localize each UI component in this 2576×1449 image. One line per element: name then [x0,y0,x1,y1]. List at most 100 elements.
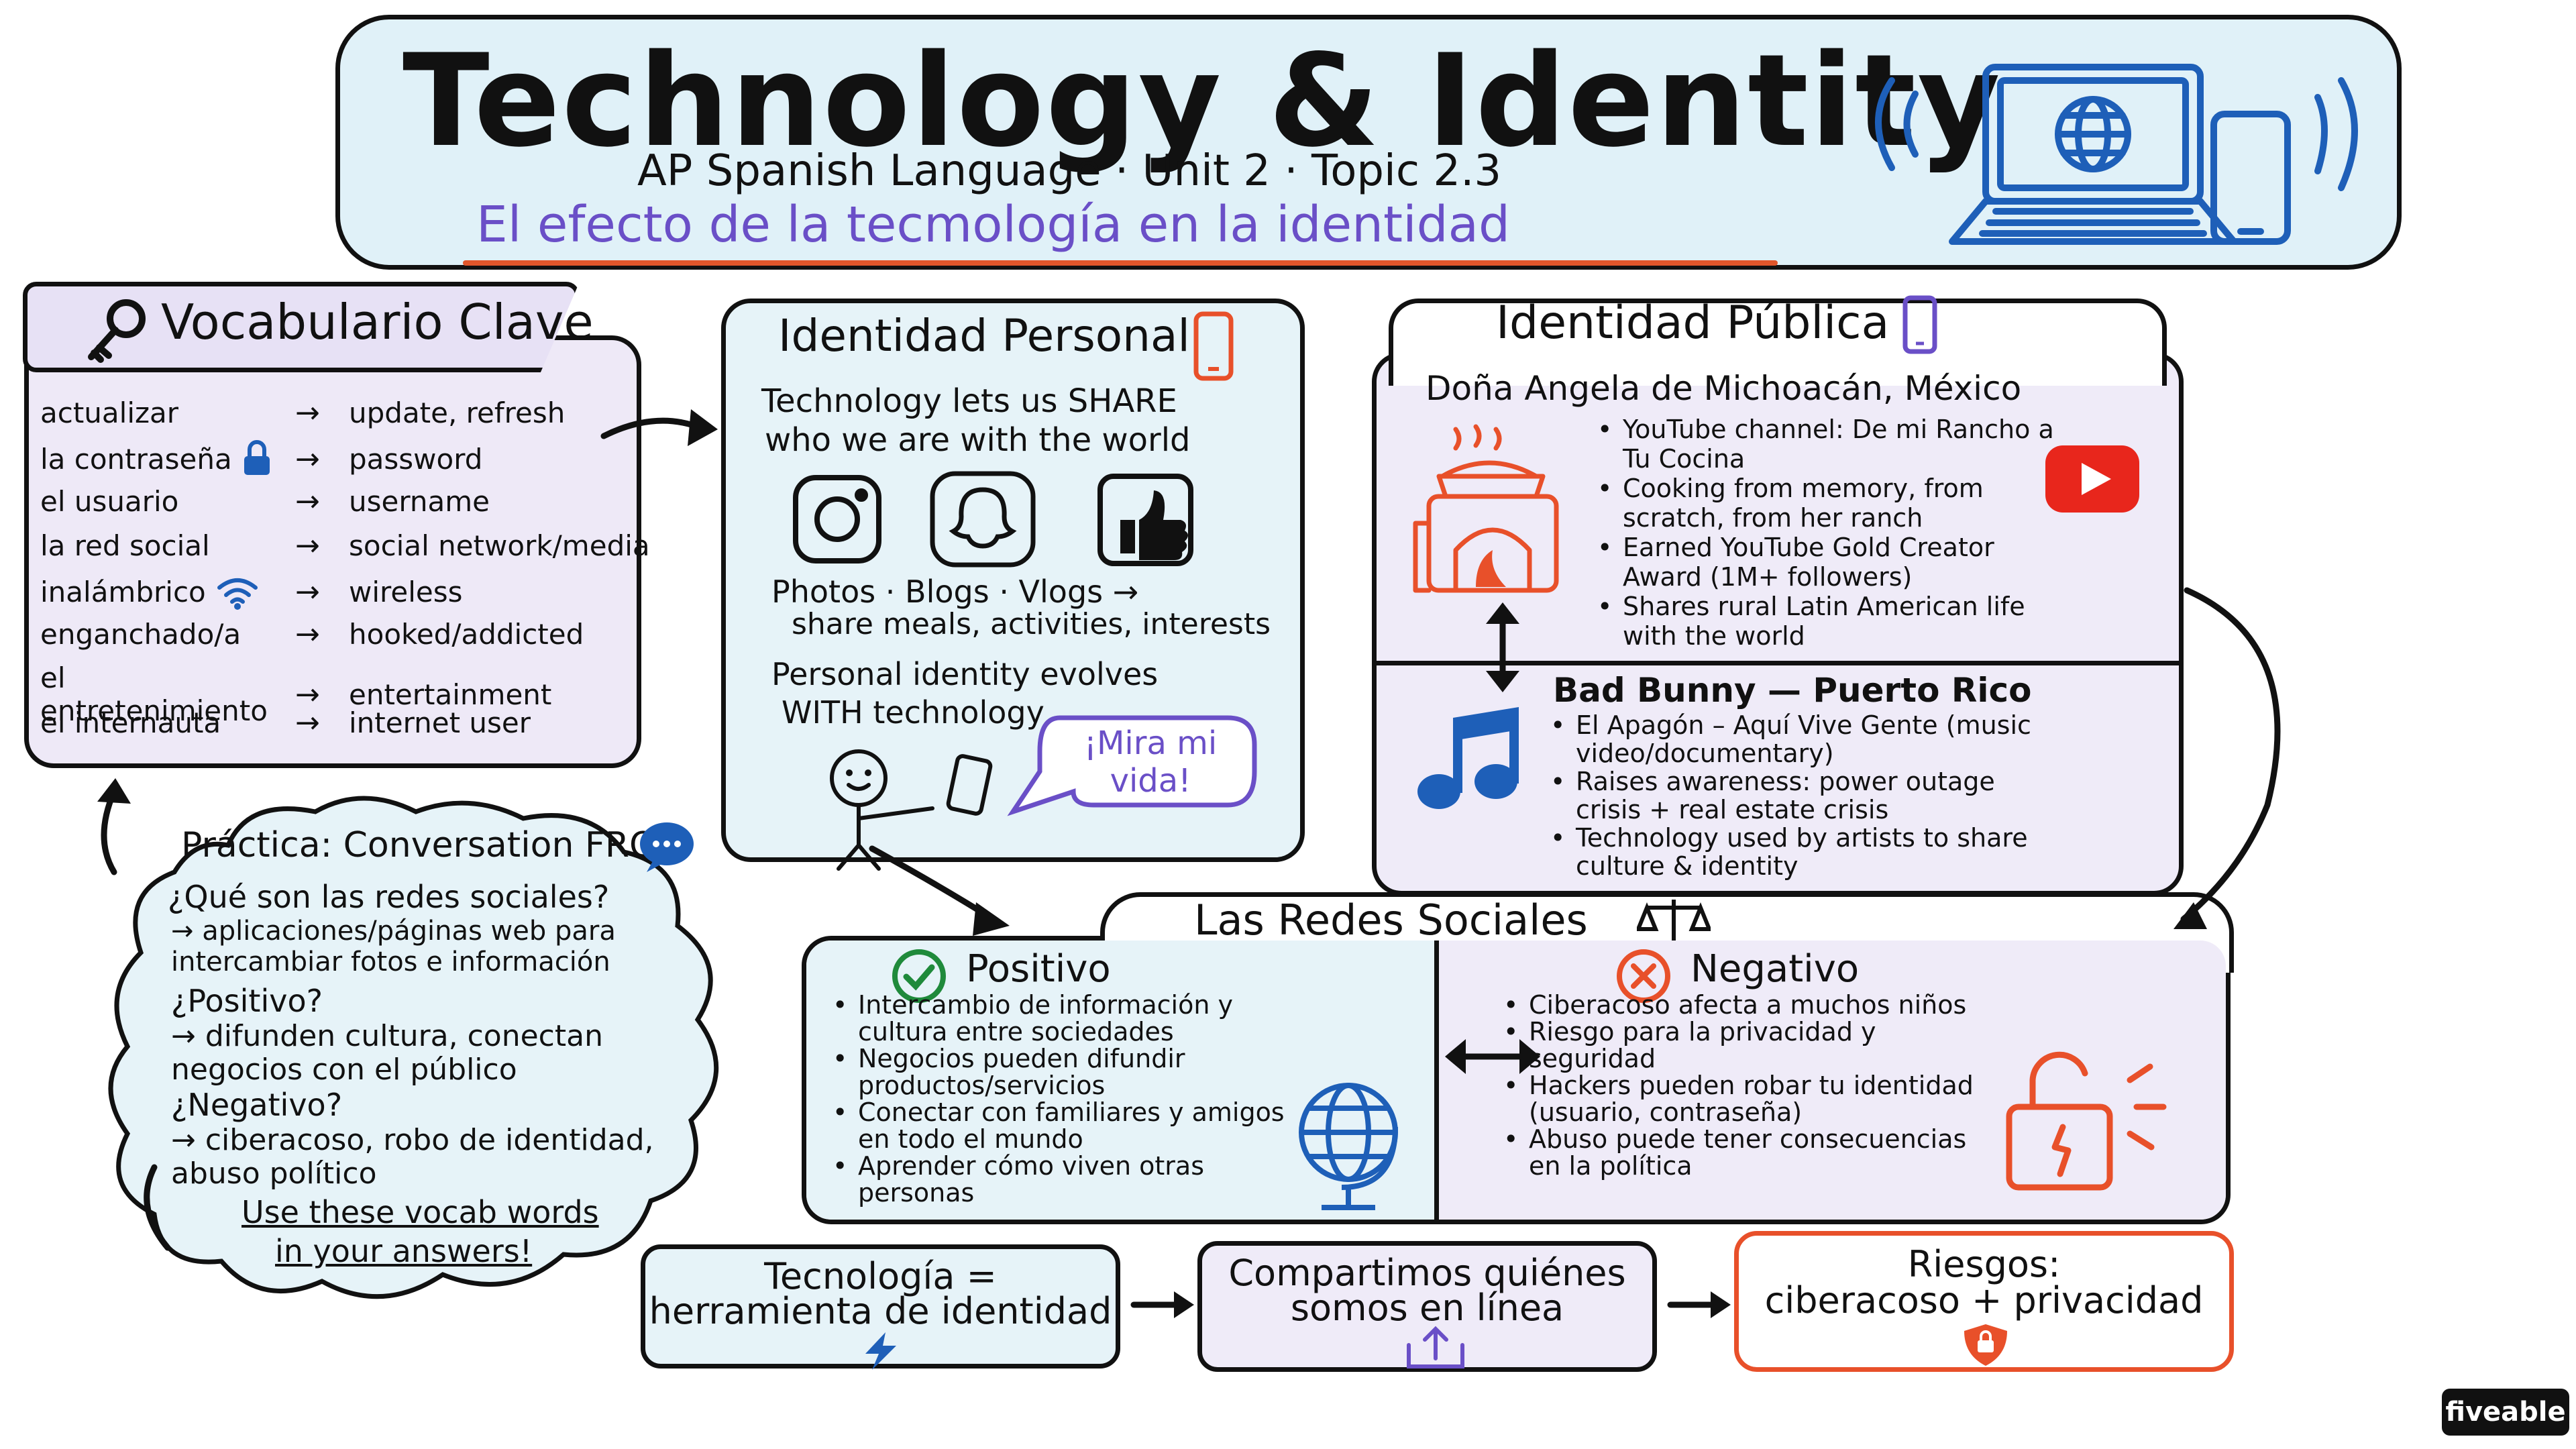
vocab-row: el usuario → username [40,484,490,519]
page-title: Technology & Identity [402,27,2002,175]
laptop-phone-icon [1875,64,2358,245]
vocab-meaning: username [349,485,490,518]
instagram-icon [793,475,881,564]
redes-title: Las Redes Sociales [1194,896,1588,945]
vocab-term: inalámbrico [40,575,206,608]
negative-item: Abuso puede tener consecuencias en la po… [1499,1126,1982,1179]
practice-q1: ¿Qué son las redes sociales? [168,879,610,915]
practice-cloud [108,796,719,1299]
flow-1-line-2: herramienta de identidad [649,1290,1112,1332]
thumbs-up-icon [1097,474,1193,566]
vocab-meaning: update, refresh [349,396,566,429]
practice-title: Práctica: Conversation FRQ [181,825,657,865]
phone-icon [1193,311,1234,381]
practice-q2: ¿Positivo? [171,983,323,1019]
vocab-row: el internauta → internet user [40,706,531,740]
positive-item: Conectar con familiares y amigos en todo… [828,1099,1298,1152]
vocab-term: el internauta [40,706,221,739]
vocab-row: el entretenimiento → entertainment [40,661,551,727]
bunny-bullet: Raises awareness: power outage crisis + … [1546,767,2056,824]
chat-bubble-icon [640,822,694,872]
double-arrow-vertical-icon [1486,602,1519,692]
angela-bullet: YouTube channel: De mi Rancho a Tu Cocin… [1593,415,2076,474]
media-line: Photos · Blogs · Vlogs → [771,574,1139,610]
redes-divider [1434,941,1439,1220]
positive-item: Intercambio de información y cultura ent… [828,991,1298,1045]
angela-name: Doña Angela de Michoacán, México [1426,369,2022,408]
personal-title: Identidad Personal [778,310,1190,362]
public-tab [1389,299,2167,386]
arrow-icon: → [295,706,320,740]
vocab-meaning: social network/media [349,529,650,562]
arrow-icon: → [295,529,320,563]
mobile-icon [1902,295,1937,354]
lightning-icon [865,1332,896,1370]
bunny-name: Bad Bunny — Puerto Rico [1553,671,2032,710]
vocab-row: la contraseña→password [40,440,482,478]
globe-icon [1299,1083,1398,1210]
vocab-meaning: wireless [349,575,463,608]
media-line-2: share meals, activities, interests [792,607,1271,641]
positive-item: Negocios pueden difundir productos/servi… [828,1045,1298,1099]
upload-icon [1407,1326,1464,1368]
practice-note-2: in your answers! [275,1233,533,1269]
social-icons [793,471,1193,568]
share-line-1: Technology lets us SHARE [761,382,1177,420]
music-note-icon [1417,707,1519,809]
flow-box-share: Compartimos quiénes somos en línea [1197,1241,1657,1372]
vocab-term: enganchado/a [40,618,241,651]
flow-2-line-2: somos en línea [1290,1287,1564,1329]
flow-3-line-1: Riesgos: [1907,1243,2061,1285]
negative-title: Negativo [1690,947,1860,991]
arrow-icon: → [295,677,320,712]
practice-q3: ¿Negativo? [171,1087,343,1123]
flow-2-line-1: Compartimos quiénes [1228,1252,1626,1294]
vocab-term: la contraseña [40,442,232,476]
vocab-meaning: hooked/addicted [349,618,584,651]
youtube-icon [2045,445,2139,513]
negative-item: Riesgo para la privacidad y seguridad [1499,1018,1982,1072]
practice-a3: → ciberacoso, robo de identidad, abuso p… [171,1123,654,1191]
evolves-line-2: WITH technology [782,694,1044,731]
positive-title: Positivo [966,947,1111,991]
arrow-icon: → [295,574,320,609]
arrow-icon: → [295,396,320,430]
negative-item: Ciberacoso afecta a muchos niños [1499,991,1982,1018]
spanish-title: El efecto de la tecmología en la identid… [476,196,1510,254]
vocab-panel [24,335,641,768]
vocab-term: el usuario [40,485,179,518]
arrow-icon: → [295,484,320,519]
speech-bubble [1007,715,1257,816]
bunny-list: El Apagón – Aquí Vive Gente (music video… [1546,711,2056,880]
angela-bullet: Cooking from memory, from scratch, from … [1593,474,2076,533]
speech-text: ¡Mira mi vida! [1083,724,1218,800]
practice-note-1: Use these vocab words [241,1194,599,1230]
vocab-meaning: internet user [349,706,531,739]
shield-icon [1964,1324,2007,1366]
flow-box-risks: Riesgos: ciberacoso + privacidad [1734,1231,2234,1372]
flow-3-line-2: ciberacoso + privacidad [1764,1279,2204,1322]
lock-icon [244,440,270,475]
vocab-row: actualizar→update, refresh [40,396,565,430]
page-subtitle: AP Spanish Language · Unit 2 · Topic 2.3 [637,146,1502,196]
flow-1-line-1: Tecnología = [764,1255,997,1297]
bunny-bullet: Technology used by artists to share cult… [1546,824,2056,880]
vocab-meaning: entertainment [349,678,552,711]
evolves-line-1: Personal identity evolves [771,656,1159,692]
scales-icon [1637,900,1711,945]
snapchat-icon [930,471,1036,568]
positive-item: Aprender cómo viven otras personas [828,1152,1298,1206]
personal-identity-panel [721,299,1305,862]
vocab-meaning: password [349,442,483,476]
stick-figure-selfie-icon [830,749,993,871]
fiveable-logo: fiveable [2442,1389,2569,1436]
public-divider [1372,661,2184,665]
negative-list: Ciberacoso afecta a muchos niños Riesgo … [1499,991,1982,1179]
vocab-term: el entretenimiento [40,661,268,727]
broken-lock-icon [2006,1051,2167,1191]
title-underline [463,260,1778,266]
vocab-term: la red social [40,529,210,562]
flow-box-tool: Tecnología = herramienta de identidad [641,1244,1120,1370]
wood-stove-icon [1413,424,1559,593]
